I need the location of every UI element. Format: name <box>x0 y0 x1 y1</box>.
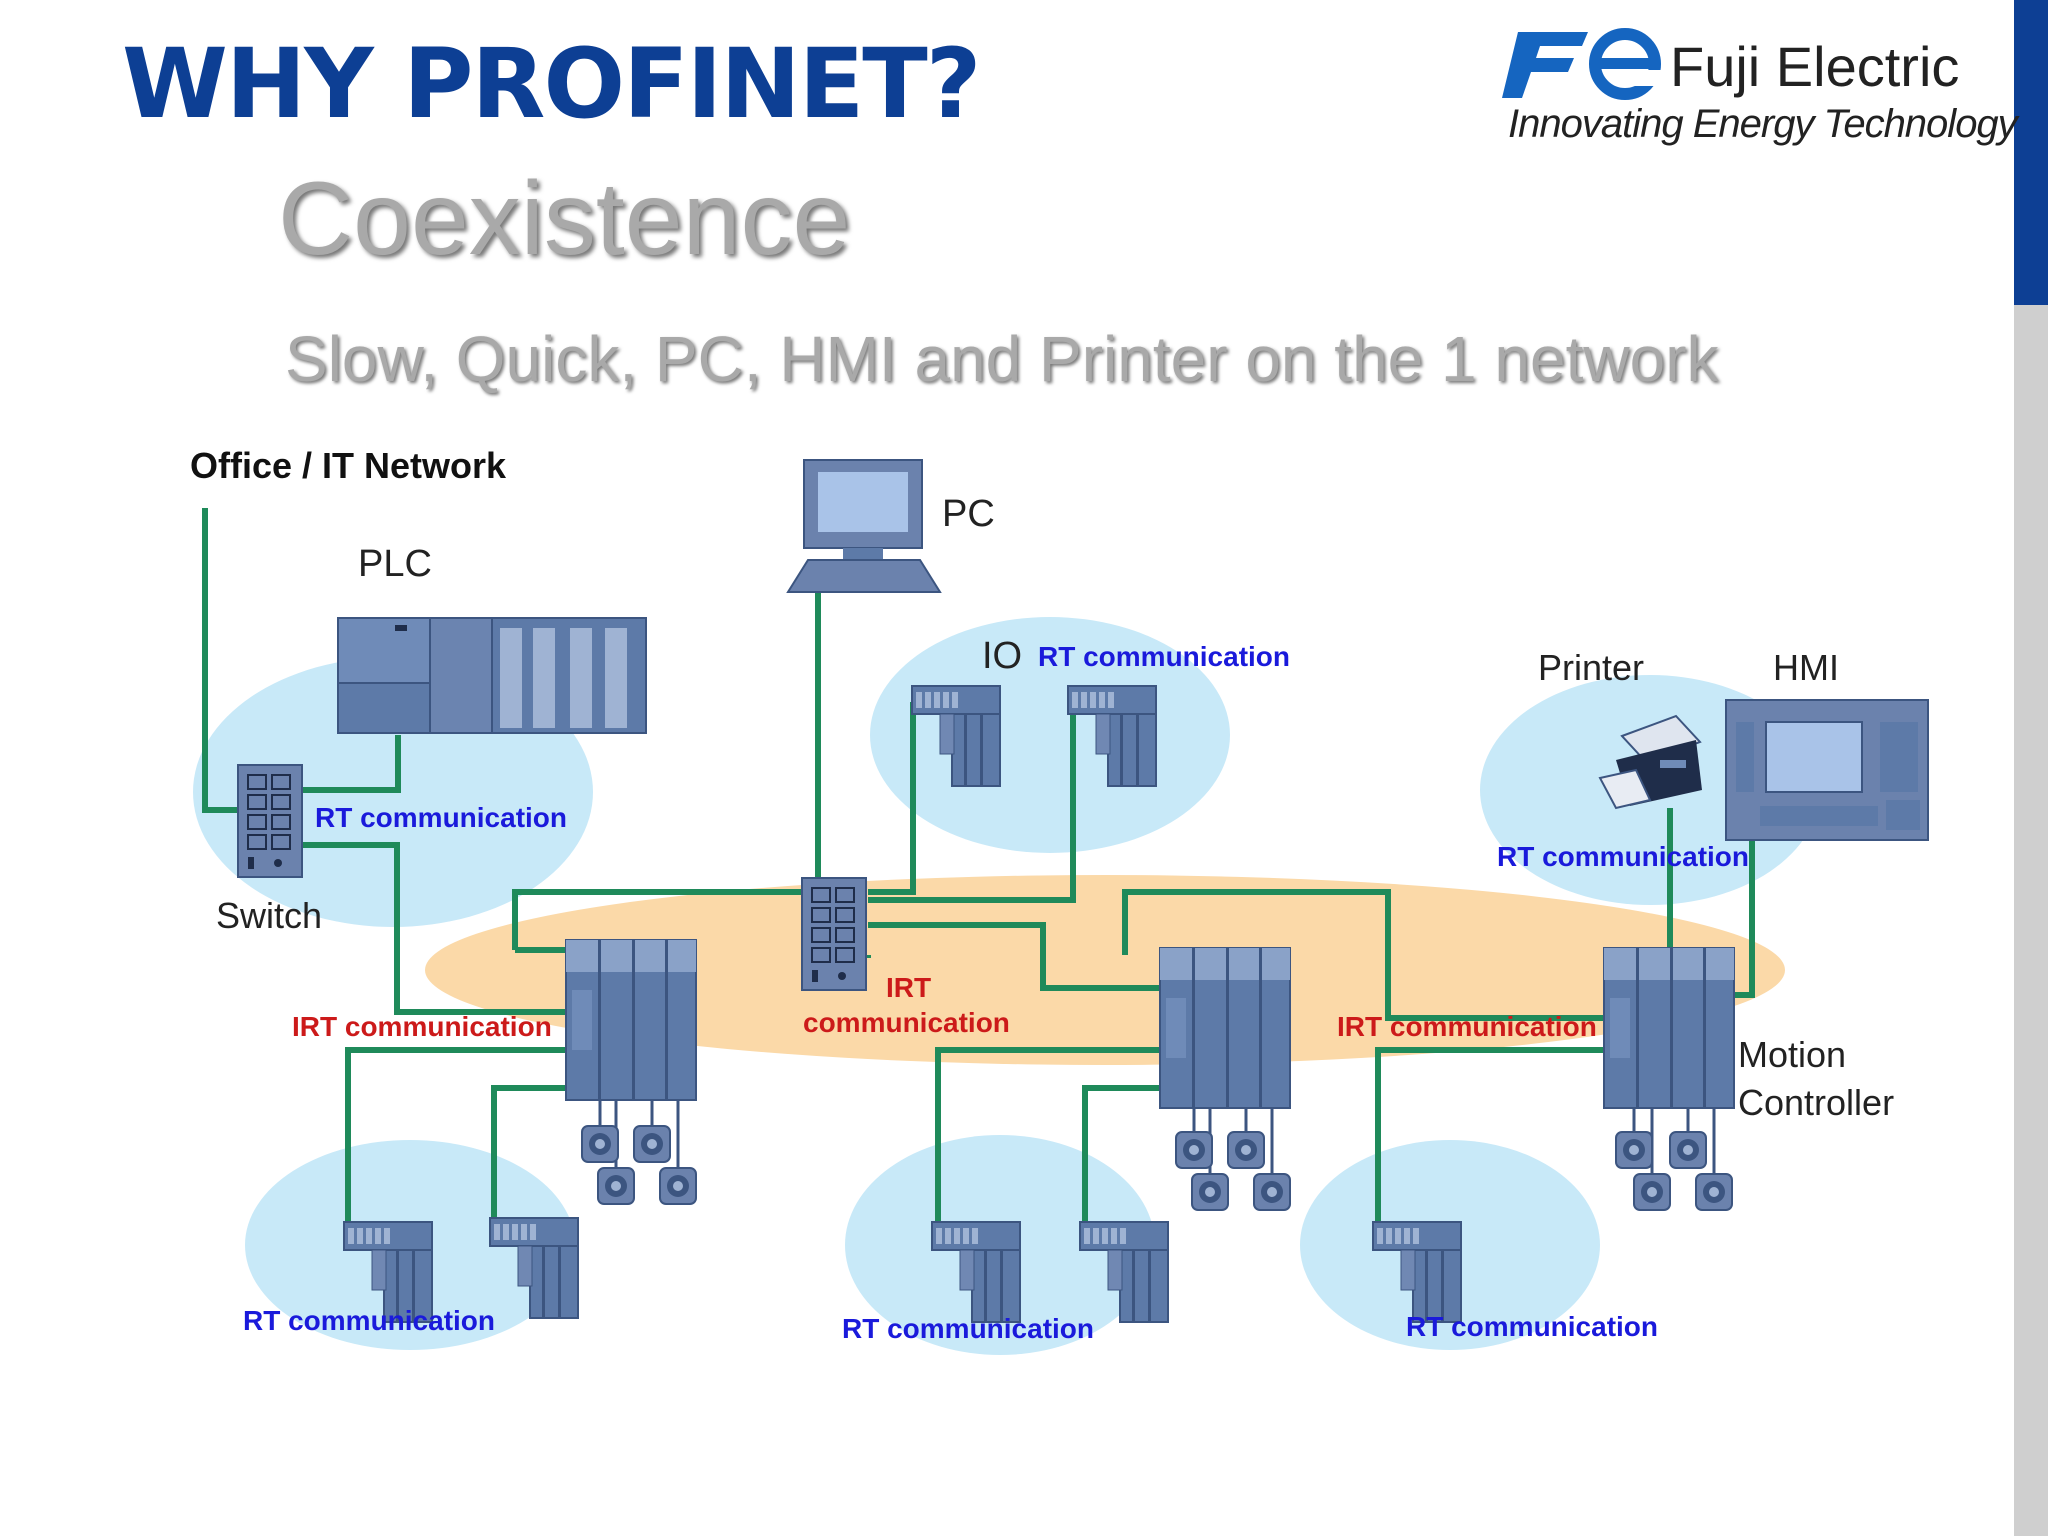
logo-tagline: Innovating Energy Technology <box>1508 102 2018 146</box>
motor-icon <box>581 1125 619 1163</box>
motion-controller-label-line1: Motion <box>1738 1034 1846 1075</box>
slide-title: WHY PROFINET? <box>122 28 981 140</box>
irt-communication-label-center-line1: IRT <box>886 972 931 1003</box>
plc-label: PLC <box>358 543 432 585</box>
rt-communication-label-plc: RT communication <box>315 802 567 833</box>
switch-label: Switch <box>216 895 322 936</box>
motor-icon <box>1633 1173 1671 1211</box>
company-logo: Fuji Electric Innovating Energy Technolo… <box>1500 24 2018 154</box>
motion-controller-icon <box>1603 947 1735 1109</box>
hmi-device <box>1725 699 1929 841</box>
motor-icon <box>659 1167 697 1205</box>
plc-device <box>337 617 647 734</box>
drive-unit-icon <box>1159 947 1291 1109</box>
network-links <box>202 508 1755 1222</box>
logo-company-name: Fuji Electric <box>1670 35 1960 98</box>
plc-switch-icon <box>237 764 303 878</box>
sidebar-accent-top <box>2014 0 2048 305</box>
irt-communication-label-center-line2: communication <box>803 1007 1010 1038</box>
motor-icon <box>1669 1131 1707 1169</box>
central-switch-icon <box>801 877 867 991</box>
rt-communication-label-bottom-center: RT communication <box>842 1313 1094 1344</box>
motor-icon <box>1175 1131 1213 1169</box>
irt-communication-label-right: IRT communication <box>1337 1011 1597 1042</box>
motor-icon <box>1695 1173 1733 1211</box>
irt-communication-label-left: IRT communication <box>292 1011 552 1042</box>
io-label: IO <box>982 635 1022 677</box>
motor-icon <box>1615 1131 1653 1169</box>
rt-communication-label-hmi: RT communication <box>1497 841 1749 872</box>
drive-unit-icon <box>565 939 697 1101</box>
fuji-fe-logo-mark <box>1502 28 1668 100</box>
hmi-label: HMI <box>1773 647 1839 688</box>
motion-controller-label-line2: Controller <box>1738 1082 1894 1123</box>
printer-label: Printer <box>1538 647 1644 688</box>
sidebar-accent-bottom <box>2014 305 2048 1536</box>
motor-cables <box>598 1100 1716 1174</box>
rt-communication-label-bottom-right: RT communication <box>1406 1311 1658 1342</box>
motor-icon <box>1191 1173 1229 1211</box>
rt-communication-label-bottom-left: RT communication <box>243 1305 495 1336</box>
motor-icon <box>1253 1173 1291 1211</box>
pc-label: PC <box>942 493 995 535</box>
pc-device <box>786 459 942 593</box>
motor-icon <box>597 1167 635 1205</box>
motor-icon <box>1227 1131 1265 1169</box>
printer-icon <box>1598 714 1702 810</box>
slide-subtitle: Coexistence <box>278 161 851 277</box>
rt-communication-label-io: RT communication <box>1038 641 1290 672</box>
slide-subline: Slow, Quick, PC, HMI and Printer on the … <box>285 323 1719 395</box>
office-it-network-label: Office / IT Network <box>190 445 507 486</box>
motor-icon <box>633 1125 671 1163</box>
rt-zone-io <box>870 617 1230 853</box>
